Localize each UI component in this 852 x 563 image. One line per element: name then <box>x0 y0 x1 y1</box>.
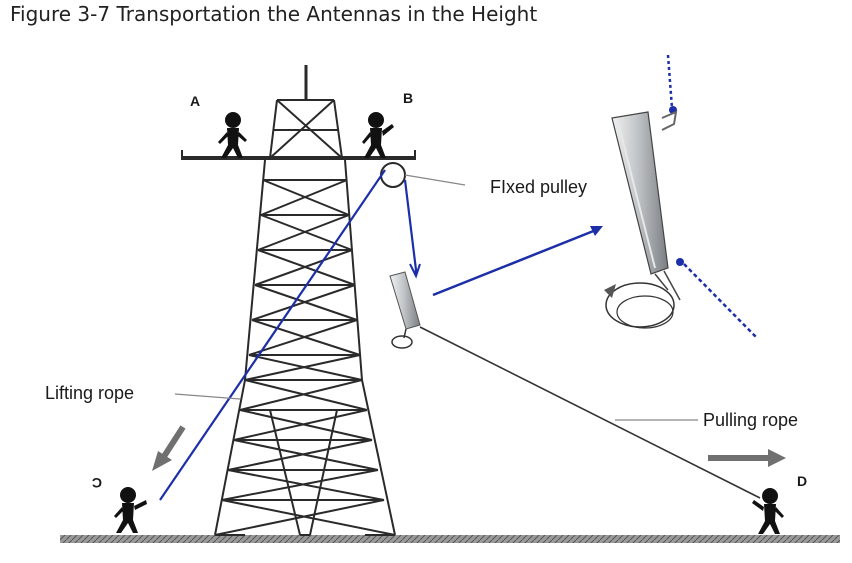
label-lifting-rope: Lifting rope <box>45 383 134 403</box>
person-b-label: B <box>403 90 413 106</box>
person-c-label: C <box>92 475 102 491</box>
person-a <box>218 112 247 158</box>
ground <box>60 535 840 543</box>
hoisted-antenna <box>389 271 421 349</box>
person-c <box>114 487 147 533</box>
person-d-label: D <box>797 473 807 489</box>
person-d <box>752 488 784 534</box>
lattice-tower <box>181 65 416 536</box>
fixed-pulley <box>380 162 406 188</box>
person-b <box>362 112 394 158</box>
zoom-arrow <box>432 226 603 297</box>
label-pulling-rope: Pulling rope <box>703 410 798 430</box>
lifting-rope <box>159 169 421 501</box>
antenna-detail <box>604 54 758 339</box>
leader-lines <box>174 174 698 421</box>
label-fixed-pulley: FIxed pulley <box>490 177 587 197</box>
person-a-label: A <box>190 93 200 109</box>
figure-caption: Figure 3-7 Transportation the Antennas i… <box>10 2 538 26</box>
pulling-rope <box>419 326 761 499</box>
lifting-direction-arrow <box>152 425 186 471</box>
pulling-direction-arrow <box>708 449 786 467</box>
